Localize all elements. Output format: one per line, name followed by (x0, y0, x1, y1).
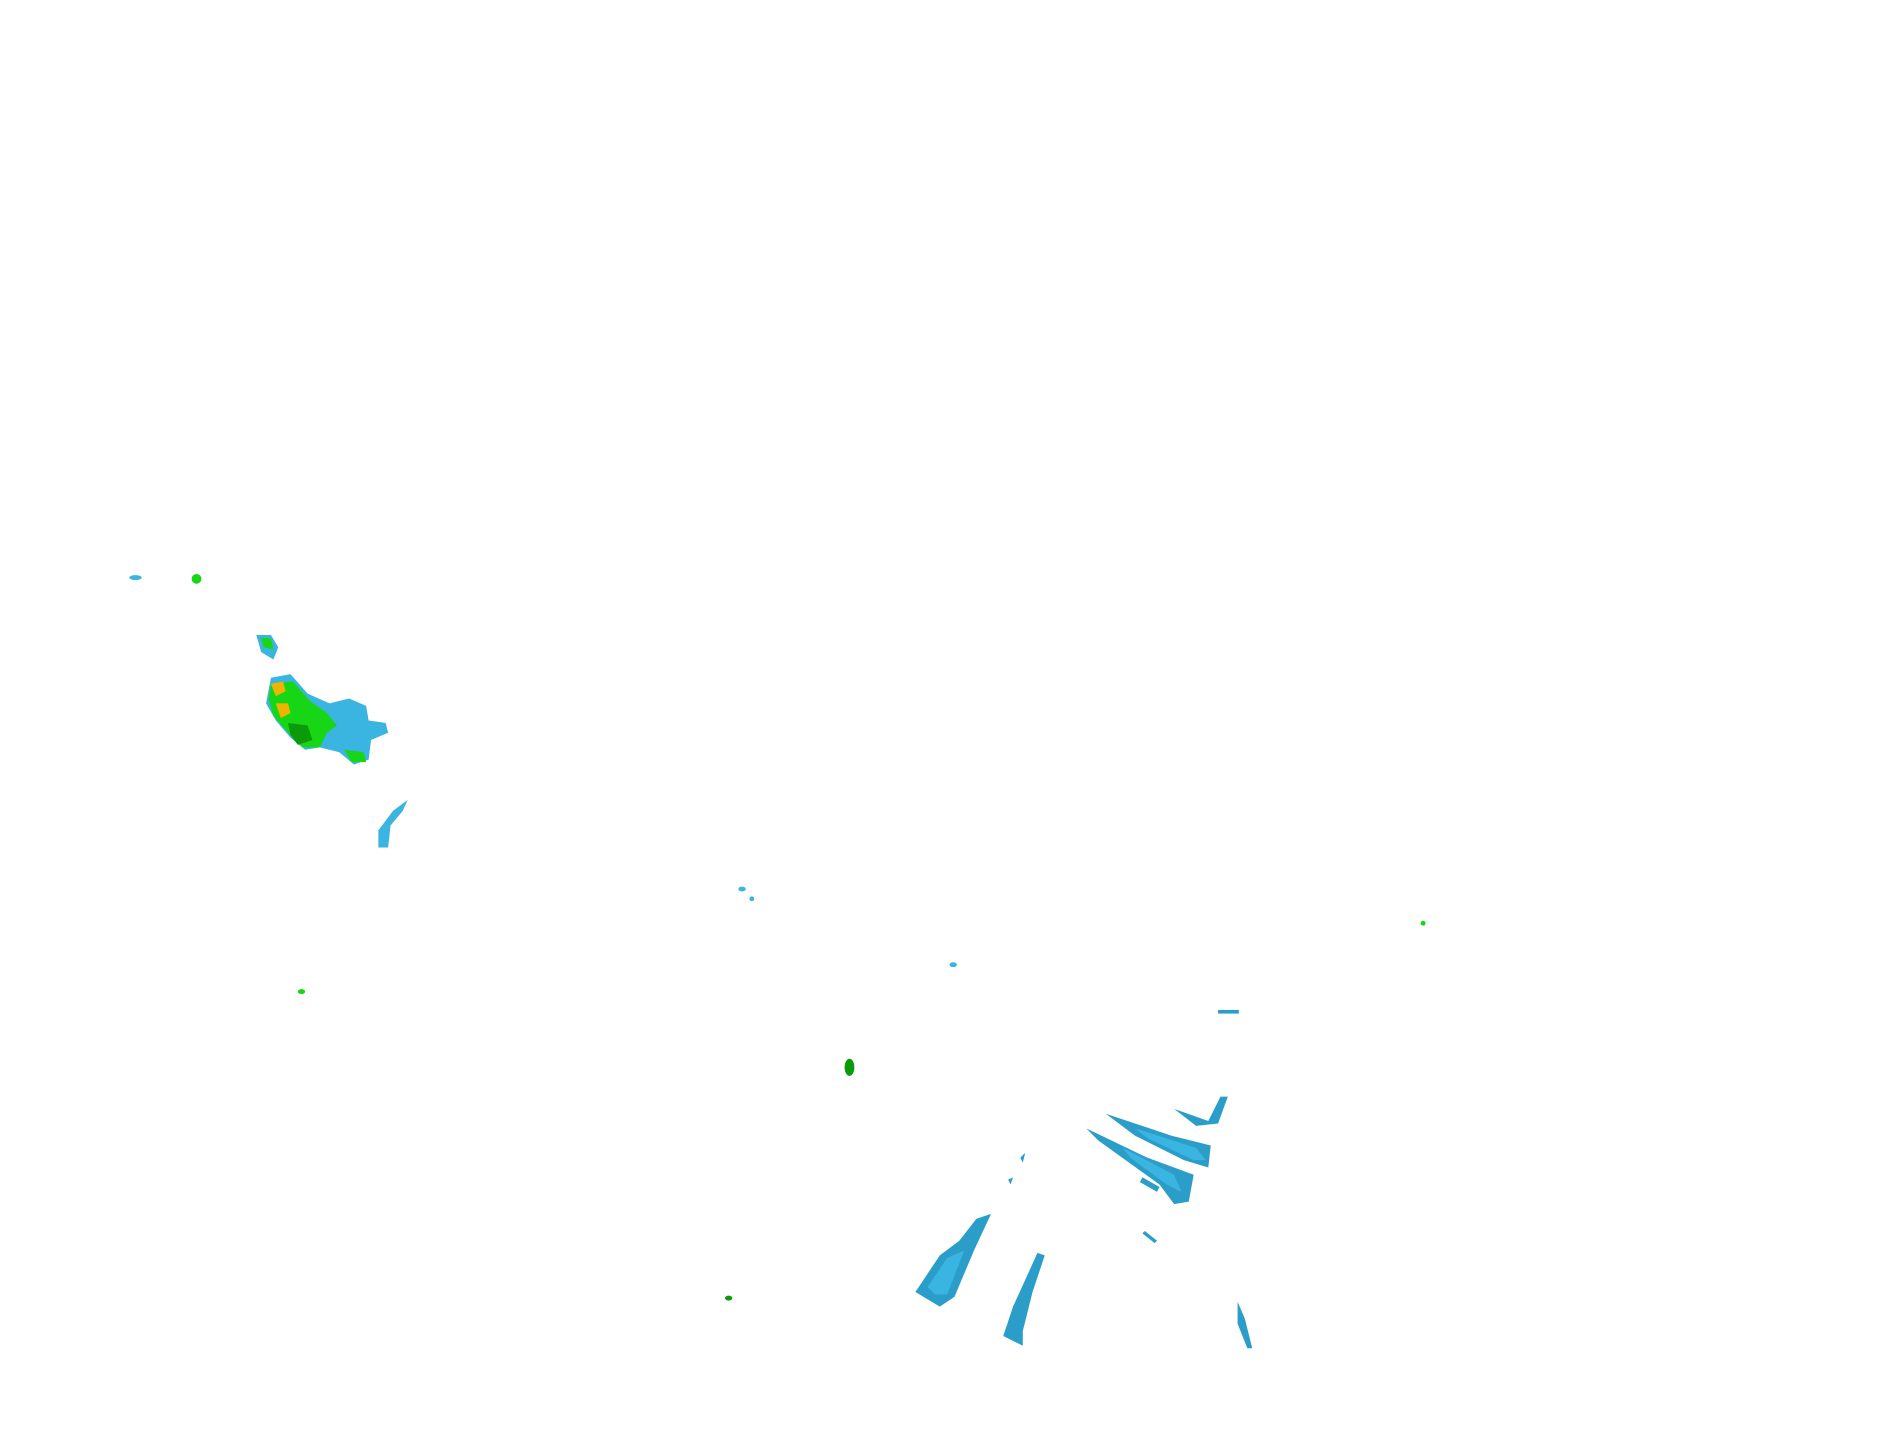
echo-light (949, 962, 957, 968)
echo-moderate (1420, 920, 1426, 926)
echo-moderate (261, 637, 274, 650)
precip-cluster-northwest (256, 635, 408, 848)
echo-heavy (270, 681, 286, 697)
ground-clutter-southeast (915, 1096, 1253, 1349)
scattered-echoes (129, 573, 1426, 1301)
echo-moderate (268, 681, 337, 748)
echo-light (378, 799, 408, 848)
echo-moderate-dark (288, 722, 313, 745)
echo-moderate-dark (844, 1058, 855, 1076)
echo-heavy (275, 703, 291, 719)
echo-light (1218, 1009, 1239, 1014)
echo-moderate-dark (724, 1295, 733, 1301)
echo-light (738, 886, 746, 892)
ground-clutter-highlights (927, 1128, 1206, 1295)
echo-moderate (344, 749, 367, 763)
echo-light (129, 575, 142, 581)
echo-moderate (297, 989, 306, 995)
echo-light (749, 896, 755, 902)
echo-moderate (191, 573, 202, 584)
